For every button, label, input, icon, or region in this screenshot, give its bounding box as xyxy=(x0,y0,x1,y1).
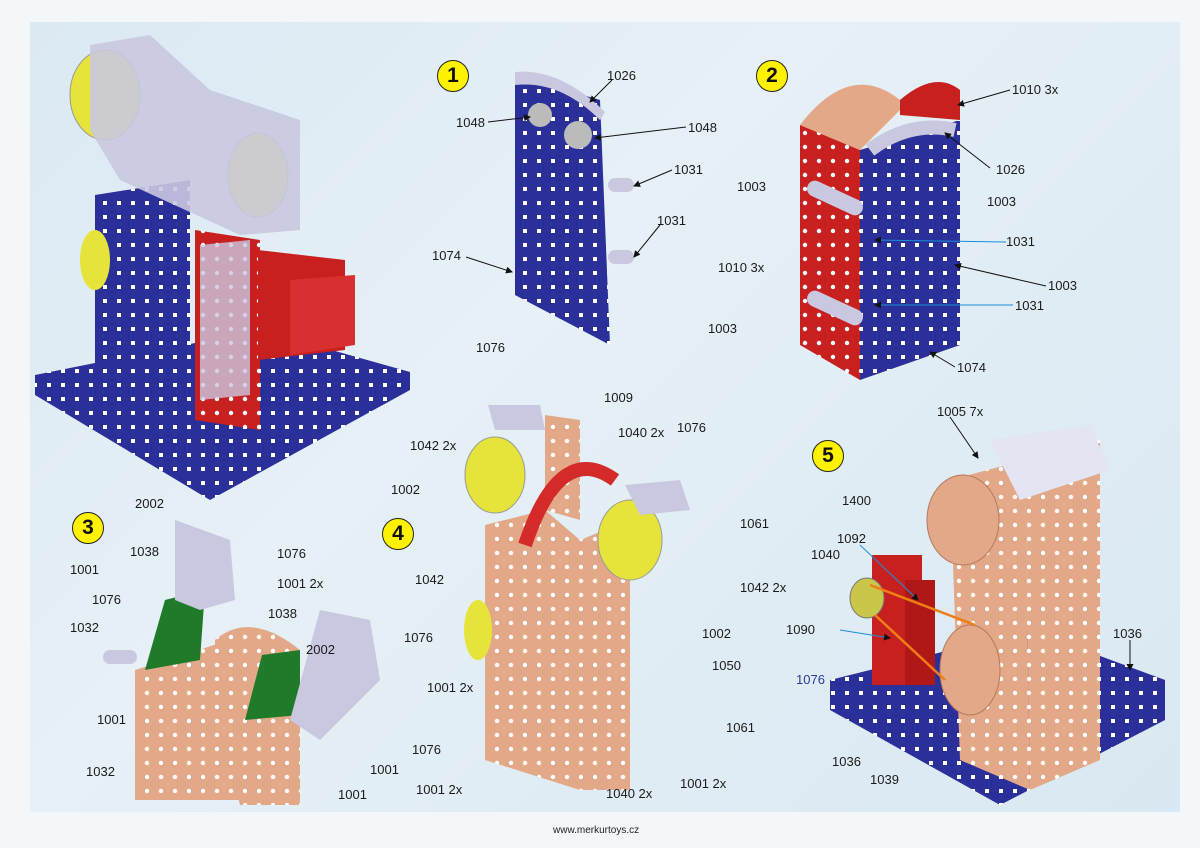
part-label: 1050 xyxy=(712,658,741,673)
part-label: 1040 2x xyxy=(618,425,665,440)
part-label: 1032 xyxy=(86,764,115,779)
part-label: 1039 xyxy=(870,772,899,787)
website-footer: www.merkurtoys.cz xyxy=(553,825,640,836)
part-label: 1038 xyxy=(268,606,297,621)
step-badge-5: 5 xyxy=(812,440,844,472)
part-label: 1076 xyxy=(412,742,441,757)
part-label: 1038 xyxy=(130,544,159,559)
step5-model xyxy=(830,425,1165,805)
part-label: 1032 xyxy=(70,620,99,635)
part-label: 1009 xyxy=(604,390,633,405)
part-label: 1048 xyxy=(456,115,485,130)
part-label: 1040 2x xyxy=(606,786,653,801)
part-label: 1076 xyxy=(476,340,505,355)
part-label: 1042 2x xyxy=(410,438,457,453)
part-label: 1005 7x xyxy=(937,404,984,419)
part-label: 1026 xyxy=(996,162,1025,177)
part-label: 1026 xyxy=(607,68,636,83)
step-badge-3: 3 xyxy=(72,512,104,544)
part-label: 1031 xyxy=(1015,298,1044,313)
part-label: 2002 xyxy=(135,496,164,511)
part-label: 1031 xyxy=(674,162,703,177)
part-label: 1001 xyxy=(338,787,367,802)
step1-model xyxy=(515,71,634,345)
step-badge-1: 1 xyxy=(437,60,469,92)
part-label: 1040 xyxy=(811,547,840,562)
part-label: 1048 xyxy=(688,120,717,135)
part-label: 1074 xyxy=(957,360,986,375)
part-label: 2002 xyxy=(306,642,335,657)
part-label: 1010 3x xyxy=(718,260,765,275)
part-label: 1076 xyxy=(277,546,306,561)
part-label: 1061 xyxy=(740,516,769,531)
part-label: 1001 2x xyxy=(277,576,324,591)
part-label: 1074 xyxy=(432,248,461,263)
part-label: 1061 xyxy=(726,720,755,735)
part-label: 1001 2x xyxy=(416,782,463,797)
part-label: 1092 xyxy=(837,531,866,546)
part-label: 1003 xyxy=(708,321,737,336)
part-label: 1036 xyxy=(832,754,861,769)
part-label: 1003 xyxy=(987,194,1016,209)
part-label: 1076 xyxy=(677,420,706,435)
part-label: 1001 xyxy=(70,562,99,577)
part-label: 1010 3x xyxy=(1012,82,1059,97)
leader-arrows xyxy=(465,79,1134,671)
part-label: 1002 xyxy=(391,482,420,497)
complete-model xyxy=(35,35,410,500)
part-label: 1003 xyxy=(737,179,766,194)
part-label: 1001 2x xyxy=(427,680,474,695)
part-label: 1036 xyxy=(1113,626,1142,641)
step-badge-4: 4 xyxy=(382,518,414,550)
part-label: 1031 xyxy=(1006,234,1035,249)
part-label: 1076 xyxy=(796,672,825,687)
part-label: 1090 xyxy=(786,622,815,637)
part-label: 1400 xyxy=(842,493,871,508)
part-label: 1042 2x xyxy=(740,580,787,595)
step2-model xyxy=(800,82,960,380)
part-label: 1001 xyxy=(370,762,399,777)
part-label: 1076 xyxy=(92,592,121,607)
part-label: 1001 2x xyxy=(680,776,727,791)
part-label: 1042 xyxy=(415,572,444,587)
part-label: 1002 xyxy=(702,626,731,641)
step3-model xyxy=(103,520,380,805)
step4-model xyxy=(464,405,690,790)
part-label: 1003 xyxy=(1048,278,1077,293)
step-badge-2: 2 xyxy=(756,60,788,92)
part-label: 1031 xyxy=(657,213,686,228)
part-label: 1001 xyxy=(97,712,126,727)
part-label: 1076 xyxy=(404,630,433,645)
